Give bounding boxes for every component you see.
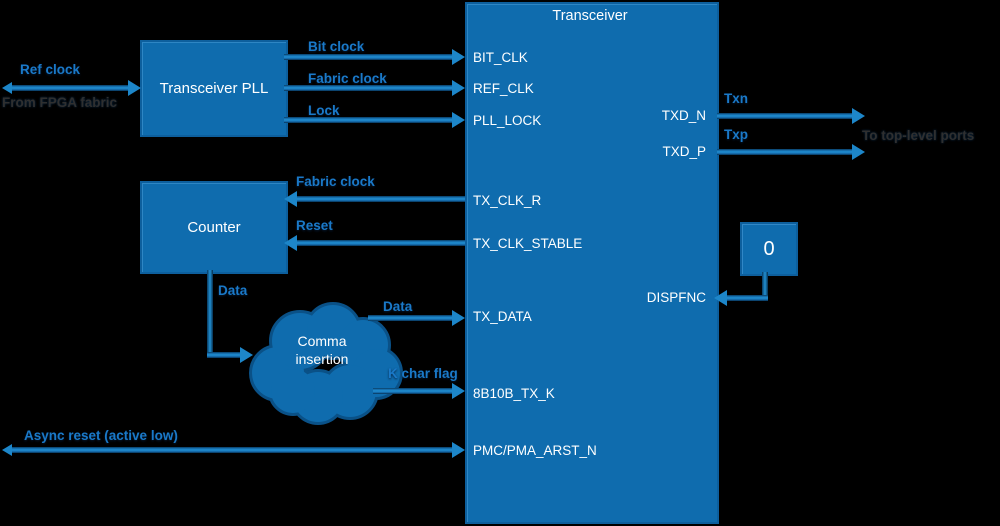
fabric-clock-pll-line — [284, 85, 452, 91]
lock-label: Lock — [308, 103, 340, 118]
tx-clk-stable-arrowhead — [284, 235, 297, 251]
data-counter-label: Data — [218, 283, 248, 298]
from-fpga-fabric-label: From FPGA fabric — [2, 95, 118, 110]
k-char-flag-line — [373, 388, 452, 394]
comma-insertion-label: Comma insertion — [238, 332, 406, 368]
async-reset-line — [12, 447, 452, 453]
port-tx-data: TX_DATA — [473, 309, 532, 324]
async-reset-label: Async reset (active low) — [24, 428, 178, 443]
data-cloud-label: Data — [383, 299, 413, 314]
ref-clock-label: Ref clock — [20, 62, 81, 77]
counter-data-arrowhead — [240, 347, 253, 363]
port-tx-clk-r: TX_CLK_R — [473, 193, 542, 208]
lock-arrowhead — [452, 112, 465, 128]
txn-label: Txn — [724, 91, 749, 106]
to-top-level-ports-label: To top-level ports — [862, 128, 975, 143]
port-pll-lock: PLL_LOCK — [473, 113, 542, 128]
reset-label: Reset — [296, 218, 333, 233]
ref-clock-arrowhead — [128, 80, 141, 96]
tx-data-line — [368, 315, 452, 321]
async-reset-arrowhead — [452, 442, 465, 458]
port-pmc-pma-arst-n: PMC/PMA_ARST_N — [473, 443, 597, 458]
ref-clock-line — [12, 85, 128, 91]
port-ref-clk: REF_CLK — [473, 81, 534, 96]
fabric-clock-pll-label: Fabric clock — [308, 71, 387, 86]
port-bit-clk: BIT_CLK — [473, 50, 528, 65]
comma-insertion-label-line2: insertion — [295, 351, 349, 367]
port-txd-n: TXD_N — [661, 108, 706, 123]
txd-p-arrowhead — [852, 144, 865, 160]
transceiver-title: Transceiver — [552, 8, 628, 24]
txd-p-line — [717, 149, 852, 155]
async-reset-tail-arrowhead — [2, 444, 12, 456]
tx-clk-r-line — [297, 196, 465, 202]
port-8b10b-tx-k: 8B10B_TX_K — [473, 386, 555, 401]
tx-data-arrowhead — [452, 310, 465, 326]
comma-insertion-label-line1: Comma — [297, 333, 347, 349]
constant-zero-box: 0 — [740, 222, 798, 276]
port-dispfnc: DISPFNC — [646, 290, 706, 305]
counter-label: Counter — [187, 219, 241, 236]
fabric-clock-pll-arrowhead — [452, 80, 465, 96]
txd-n-line — [717, 113, 852, 119]
counter-data-line-horizontal — [207, 352, 240, 358]
dispfnc-arrowhead — [714, 290, 727, 306]
lock-line — [284, 117, 452, 123]
transceiver-block — [465, 2, 719, 524]
fabric-clock-counter-label: Fabric clock — [296, 174, 375, 189]
txp-label: Txp — [724, 127, 749, 142]
k-char-flag-arrowhead — [452, 383, 465, 399]
transceiver-pll-block: Transceiver PLL — [140, 40, 288, 137]
port-txd-p: TXD_P — [662, 144, 706, 159]
bit-clock-line — [284, 54, 452, 60]
port-tx-clk-stable: TX_CLK_STABLE — [473, 236, 583, 251]
transceiver-pll-label: Transceiver PLL — [159, 80, 269, 97]
dispfnc-line-vertical — [762, 272, 768, 296]
tx-clk-r-arrowhead — [284, 191, 297, 207]
tx-clk-stable-line — [297, 240, 465, 246]
bit-clock-label: Bit clock — [308, 39, 365, 54]
comma-insertion-cloud — [249, 302, 403, 425]
counter-data-line-vertical — [207, 270, 213, 358]
bit-clock-arrowhead — [452, 49, 465, 65]
ref-clock-tail-arrowhead — [2, 82, 12, 94]
k-char-flag-label: K char flag — [388, 366, 458, 381]
txd-n-arrowhead — [852, 108, 865, 124]
constant-zero-value: 0 — [763, 237, 775, 260]
counter-block: Counter — [140, 181, 288, 274]
dispfnc-line-horizontal — [727, 295, 768, 301]
